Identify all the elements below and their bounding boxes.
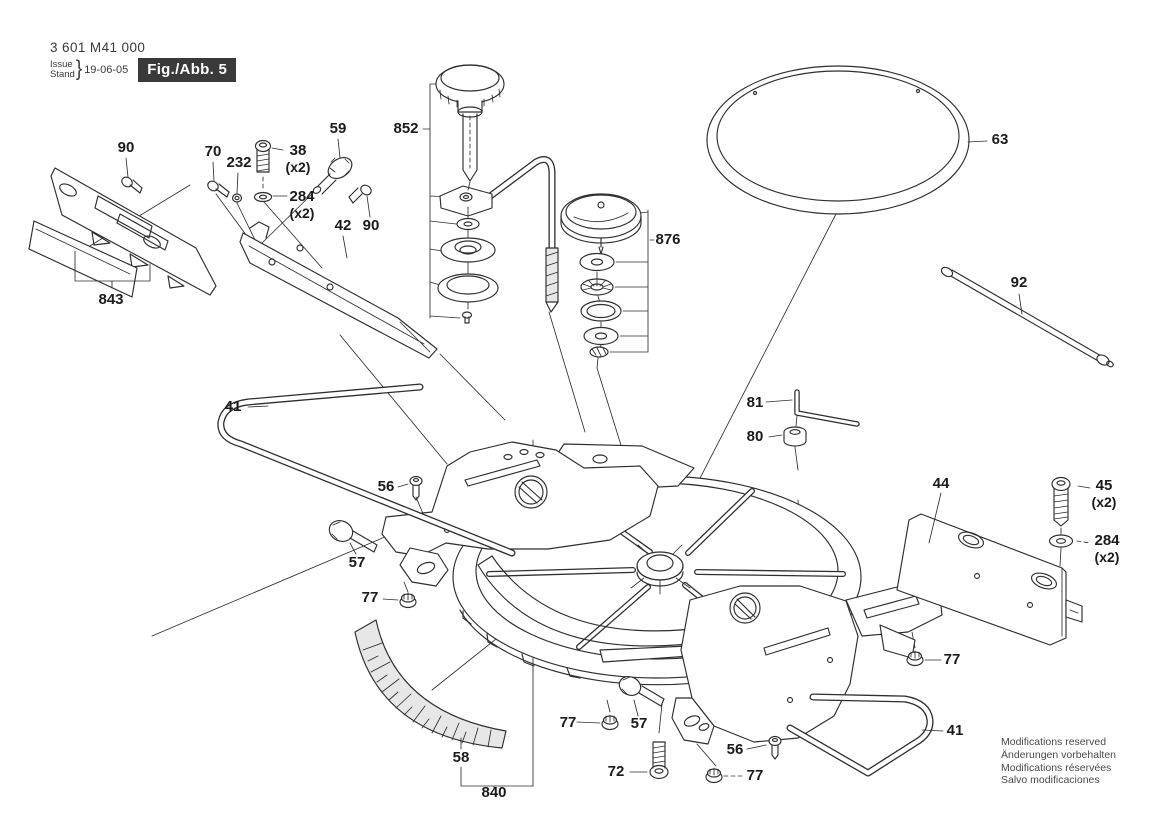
- modifications-line: Salvo modificaciones: [1001, 774, 1100, 787]
- part-label-77: 77: [361, 588, 379, 607]
- part-number-text: 90: [362, 216, 380, 234]
- part-label-284: 284(x2): [289, 188, 315, 221]
- part-label-232: 232: [226, 153, 252, 172]
- hexkey-81: [794, 389, 860, 427]
- part-number-text: 876: [655, 230, 681, 248]
- part-label-92: 92: [1010, 273, 1028, 292]
- part-label-59: 59: [329, 119, 347, 138]
- fence-843: [28, 167, 217, 298]
- part-label-843: 843: [98, 290, 124, 309]
- part-number-text: 92: [1010, 273, 1028, 291]
- part-number: 3 601 M41 000: [50, 40, 146, 55]
- part-quantity-text: (x2): [289, 204, 315, 221]
- group-852: [422, 64, 559, 324]
- part-number-text: 90: [117, 138, 135, 156]
- modifications-note: Modifications reserved Änderungen vorbeh…: [1001, 736, 1116, 787]
- part-number-text: 38: [289, 142, 307, 160]
- issue-date: 19-06-05: [84, 64, 129, 76]
- part-number-text: 57: [630, 714, 648, 732]
- part-label-56: 56: [377, 477, 395, 496]
- fasteners: [121, 139, 1074, 784]
- part-label-57: 57: [630, 714, 648, 733]
- figure-label: Fig./Abb. 5: [138, 58, 237, 82]
- part-label-72: 72: [607, 762, 625, 781]
- part-label-90: 90: [362, 216, 380, 235]
- fence-42: [239, 221, 438, 359]
- bracket-840: [460, 766, 534, 789]
- part-number-text: 80: [746, 427, 764, 445]
- group-876: [560, 193, 658, 369]
- part-number-text: 232: [226, 153, 252, 171]
- part-number-text: 284: [1094, 532, 1120, 550]
- part-number-text: 284: [289, 188, 315, 206]
- part-number-text: 70: [204, 142, 222, 160]
- part-number-text: 852: [393, 119, 419, 137]
- part-quantity-text: (x2): [1091, 493, 1117, 510]
- part-label-42: 42: [334, 216, 352, 235]
- part-label-56: 56: [726, 740, 744, 759]
- part-label-81: 81: [746, 393, 764, 412]
- part-label-77: 77: [943, 650, 961, 669]
- part-label-840: 840: [481, 783, 507, 802]
- part-label-63: 63: [991, 130, 1009, 149]
- issue-label: Issue: [50, 58, 73, 70]
- grommet-80: [783, 426, 807, 447]
- modifications-line: Modifications reserved: [1001, 736, 1107, 748]
- part-label-90: 90: [117, 138, 135, 157]
- part-label-80: 80: [746, 427, 764, 446]
- title-block: 3 601 M41 000 Issue Stand } 19-06-05 Fig…: [50, 40, 237, 82]
- part-number-text: 63: [991, 130, 1009, 148]
- rod-92: [940, 266, 1114, 368]
- part-number-text: 77: [361, 588, 379, 606]
- ring-63: [706, 65, 970, 215]
- part-label-41: 41: [946, 721, 964, 740]
- modifications-line: Modifications réservées: [1001, 761, 1112, 774]
- part-number-text: 77: [559, 713, 577, 731]
- modifications-line: Änderungen vorbehalten: [1001, 748, 1117, 761]
- rod-41-right: [786, 693, 934, 777]
- part-number-text: 77: [943, 650, 961, 668]
- part-label-41: 41: [224, 397, 242, 416]
- part-number-text: 843: [98, 290, 124, 308]
- part-number-text: 59: [329, 119, 347, 137]
- part-label-70: 70: [204, 142, 222, 161]
- part-number-text: 56: [726, 740, 744, 758]
- housing-right: [671, 584, 943, 745]
- part-number-text: 42: [334, 216, 352, 234]
- part-label-876: 876: [655, 230, 681, 249]
- part-number-text: 77: [746, 766, 764, 784]
- part-quantity-text: (x2): [285, 158, 311, 175]
- leader-lines: [125, 138, 1091, 777]
- part-label-77: 77: [559, 713, 577, 732]
- part-label-45: 45(x2): [1091, 477, 1117, 510]
- fence-44: [896, 513, 1083, 646]
- part-number-text: 57: [348, 553, 366, 571]
- stand-label: Stand: [50, 69, 75, 80]
- part-number-text: 45: [1095, 477, 1113, 495]
- brace-glyph: }: [75, 57, 83, 82]
- part-label-57: 57: [348, 553, 366, 572]
- part-number-text: 41: [946, 721, 964, 739]
- part-label-852: 852: [393, 119, 419, 138]
- rod-41-left: [217, 383, 516, 557]
- part-number-text: 41: [224, 397, 242, 415]
- part-number-text: 840: [481, 783, 507, 801]
- part-number-text: 81: [746, 393, 764, 411]
- part-label-38: 38(x2): [285, 142, 311, 175]
- part-number-text: 56: [377, 477, 395, 495]
- part-label-58: 58: [452, 748, 470, 767]
- scale-58: [354, 619, 507, 750]
- part-label-77: 77: [746, 766, 764, 785]
- part-number-text: 44: [932, 474, 950, 492]
- part-label-44: 44: [932, 474, 950, 493]
- part-quantity-text: (x2): [1094, 548, 1120, 565]
- part-number-text: 58: [452, 748, 470, 766]
- part-number-text: 72: [607, 762, 625, 780]
- part-label-284: 284(x2): [1094, 532, 1120, 565]
